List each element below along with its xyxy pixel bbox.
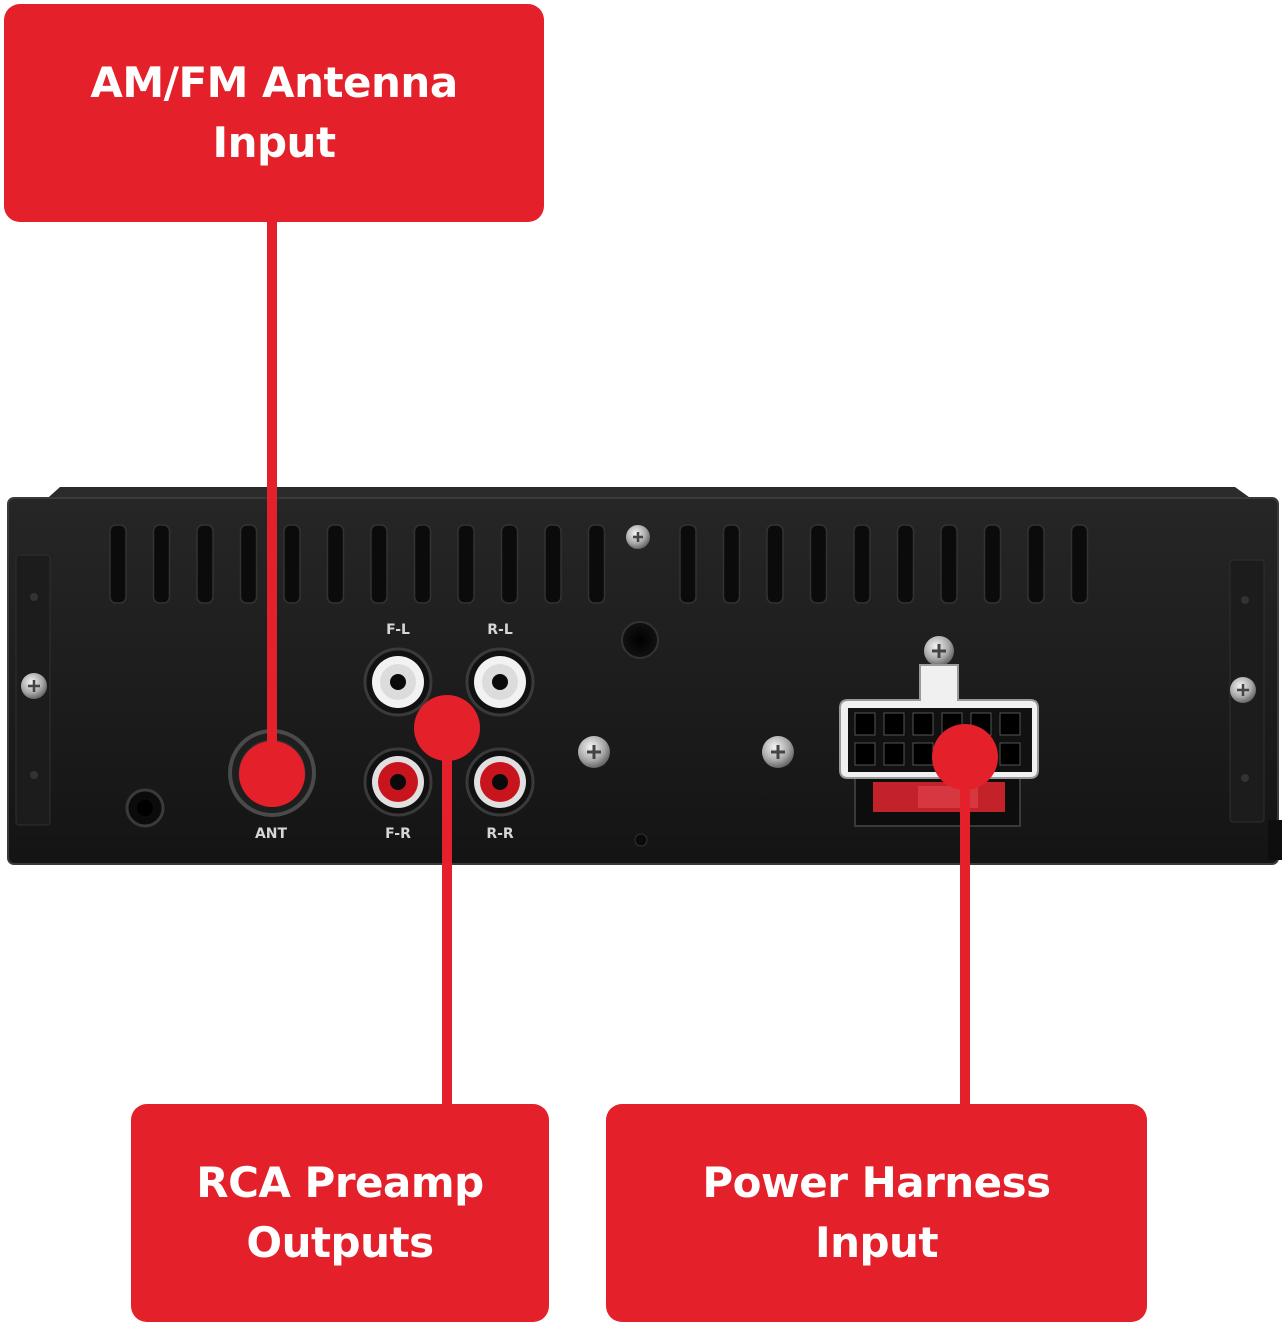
antenna-marker-dot <box>239 741 305 807</box>
rca-jack-icon <box>465 647 535 717</box>
rca-callout-line1: RCA Preamp <box>196 1158 484 1207</box>
screw-icon <box>1230 677 1256 703</box>
power-callout-line2: Input <box>814 1218 939 1267</box>
rca-jack-icon <box>363 647 433 717</box>
fr-label: F-R <box>385 826 411 842</box>
rr-label: R-R <box>486 826 514 842</box>
screw-icon <box>762 736 794 768</box>
power-callout-line1: Power Harness <box>702 1158 1051 1207</box>
screw-icon <box>924 636 954 666</box>
rl-label: R-L <box>487 622 513 638</box>
ant-label: ANT <box>255 826 288 842</box>
rca-leader-line <box>442 727 452 1107</box>
mount-hole <box>621 621 659 659</box>
rca-jack-icon <box>363 747 433 817</box>
rca-callout: RCA Preamp Outputs <box>131 1104 549 1322</box>
fl-label: F-L <box>386 622 410 638</box>
screw-icon <box>21 673 47 699</box>
vent-slots <box>109 524 1089 604</box>
antenna-callout-line1: AM/FM Antenna <box>90 58 458 107</box>
rca-marker-dot <box>414 695 480 761</box>
antenna-callout-line2: Input <box>212 118 336 167</box>
screw-icon <box>626 525 650 549</box>
antenna-leader-line <box>267 222 277 774</box>
screw-icon <box>578 736 610 768</box>
rca-callout-line2: Outputs <box>246 1218 434 1267</box>
power-marker-dot <box>932 724 998 790</box>
power-callout: Power Harness Input <box>606 1104 1147 1322</box>
rca-jack-icon <box>465 747 535 817</box>
antenna-callout: AM/FM Antenna Input <box>4 4 544 222</box>
power-leader-line <box>960 758 970 1107</box>
